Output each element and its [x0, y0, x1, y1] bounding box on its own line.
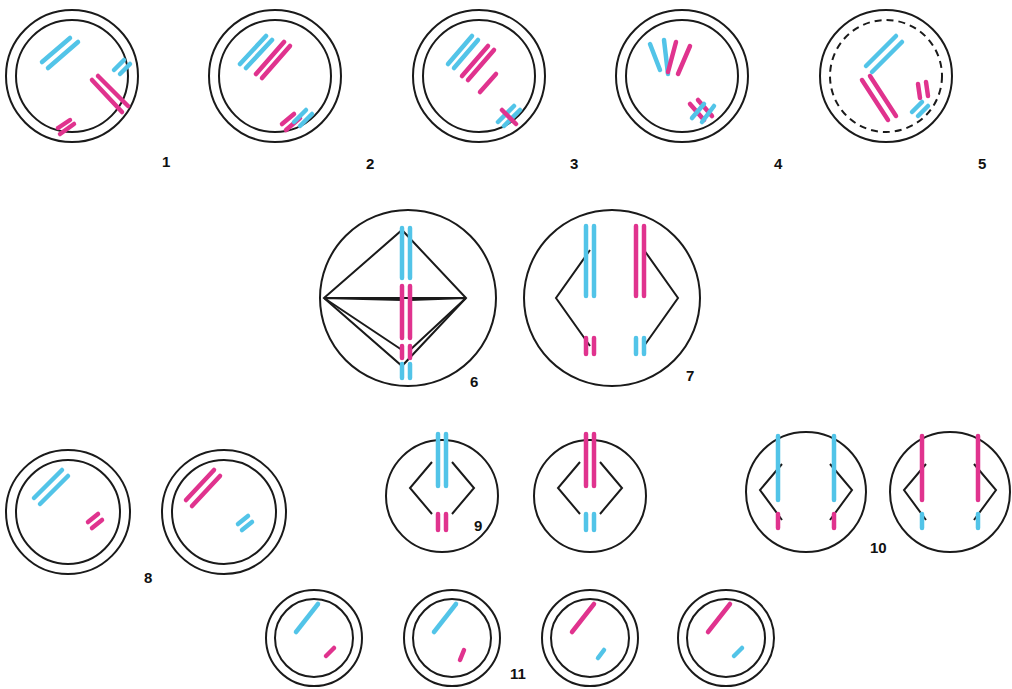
callout-number: 9 — [474, 518, 482, 533]
cell-10-pair — [746, 432, 1010, 552]
cell-3 — [413, 10, 545, 142]
cell-7 — [524, 210, 700, 386]
cell-5 — [820, 10, 952, 142]
callout-number: 1 — [162, 154, 170, 169]
callout-number: 2 — [366, 156, 374, 171]
callout-number: 6 — [470, 374, 478, 389]
cell-4 — [616, 10, 748, 142]
cell-1 — [6, 10, 138, 142]
cell-9-pair — [386, 434, 646, 552]
callout-number: 8 — [144, 570, 152, 585]
callout-number: 10 — [870, 540, 887, 555]
cell-8-pair — [6, 450, 286, 574]
cell-6 — [320, 210, 496, 386]
callout-number: 3 — [570, 156, 578, 171]
callout-number: 5 — [978, 156, 986, 171]
cell-11-group — [266, 590, 774, 686]
callout-number: 4 — [774, 156, 782, 171]
callout-number: 11 — [510, 666, 526, 681]
callout-number: 7 — [686, 368, 694, 383]
cell-2 — [209, 10, 341, 142]
